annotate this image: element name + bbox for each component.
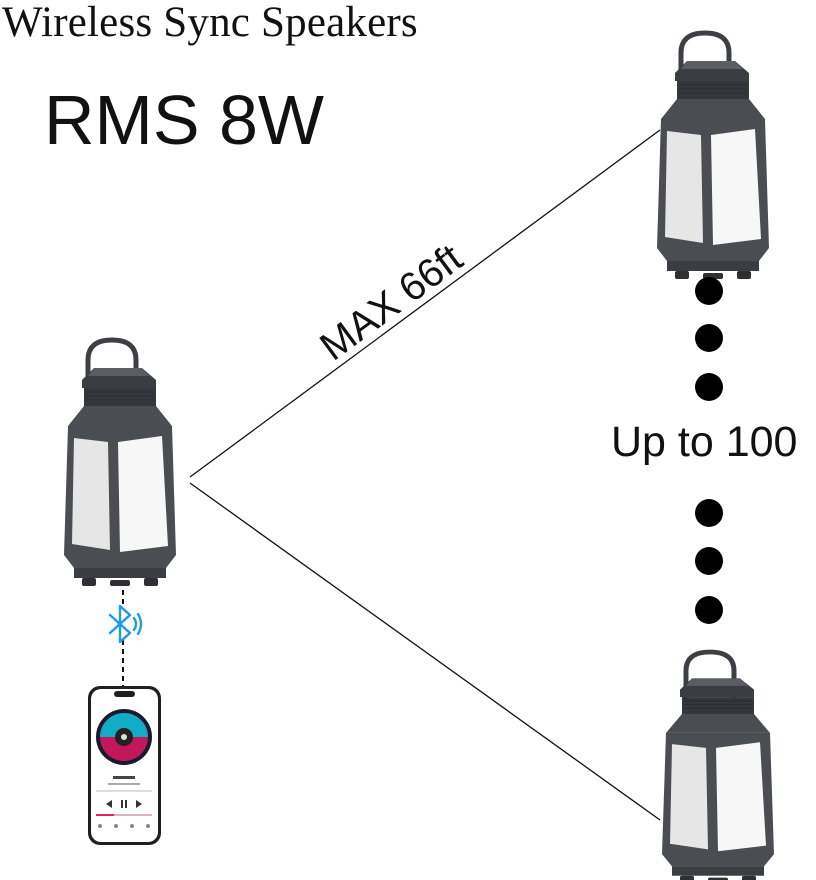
top-right-speaker [657, 33, 769, 279]
main-speaker [64, 340, 176, 586]
bluetooth-icon [108, 604, 143, 644]
connection-line-bottom [189, 482, 661, 821]
capacity-label: Up to 100 [611, 418, 798, 466]
bottom-right-speaker [662, 652, 774, 880]
dots-upper [695, 277, 723, 401]
connection-line-top [189, 129, 661, 478]
dots-lower [695, 499, 723, 624]
distance-label: MAX 66ft [312, 236, 470, 369]
page-title: Wireless Sync Speakers [2, 0, 418, 46]
power-rating: RMS 8W [44, 81, 324, 159]
smartphone-icon [88, 686, 161, 845]
